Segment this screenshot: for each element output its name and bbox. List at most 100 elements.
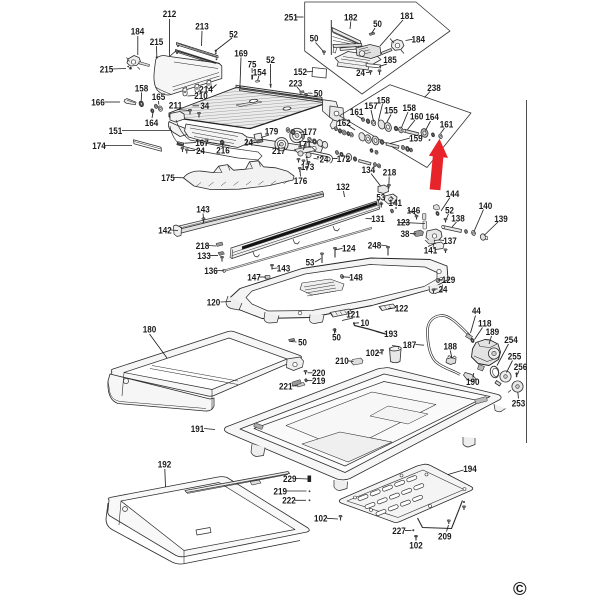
svg-text:209: 209	[438, 531, 452, 541]
svg-text:161: 161	[350, 107, 364, 117]
svg-text:254: 254	[504, 335, 518, 345]
svg-text:132: 132	[336, 182, 350, 192]
svg-text:53: 53	[306, 257, 315, 267]
svg-text:152: 152	[294, 67, 308, 77]
svg-text:217: 217	[272, 146, 286, 156]
svg-text:182: 182	[344, 13, 358, 23]
svg-text:167: 167	[195, 138, 209, 148]
svg-text:155: 155	[384, 106, 398, 116]
svg-text:175: 175	[161, 173, 175, 183]
svg-text:222: 222	[282, 496, 296, 506]
svg-text:177: 177	[303, 127, 317, 137]
svg-text:255: 255	[508, 351, 522, 361]
svg-text:122: 122	[395, 303, 409, 313]
svg-text:164: 164	[425, 112, 439, 122]
svg-text:136: 136	[204, 266, 218, 276]
svg-text:164: 164	[145, 118, 159, 128]
svg-text:171: 171	[298, 139, 312, 149]
svg-text:172: 172	[337, 154, 351, 164]
svg-text:24: 24	[244, 138, 254, 148]
svg-text:211: 211	[169, 101, 183, 111]
svg-text:138: 138	[451, 214, 465, 224]
svg-text:193: 193	[384, 329, 398, 339]
svg-text:181: 181	[400, 11, 414, 21]
svg-text:10: 10	[361, 318, 370, 328]
svg-text:143: 143	[196, 204, 210, 214]
svg-text:223: 223	[289, 78, 303, 88]
svg-text:154: 154	[253, 67, 267, 77]
svg-text:120: 120	[207, 297, 221, 307]
svg-text:162: 162	[337, 118, 351, 128]
svg-text:134: 134	[362, 165, 376, 175]
svg-text:38: 38	[401, 229, 410, 239]
svg-text:137: 137	[443, 236, 457, 246]
svg-text:102: 102	[409, 540, 423, 550]
svg-text:24: 24	[356, 68, 366, 78]
svg-text:165: 165	[152, 92, 166, 102]
svg-text:219: 219	[274, 486, 288, 496]
svg-text:50: 50	[314, 89, 323, 99]
svg-text:139: 139	[494, 214, 508, 224]
svg-text:166: 166	[91, 97, 105, 107]
svg-text:53: 53	[376, 193, 385, 203]
svg-text:50: 50	[310, 34, 319, 44]
svg-text:188: 188	[444, 341, 458, 351]
svg-text:147: 147	[247, 272, 261, 282]
svg-text:169: 169	[234, 48, 248, 58]
svg-text:52: 52	[445, 206, 454, 216]
svg-text:44: 44	[472, 306, 482, 316]
svg-text:176: 176	[294, 176, 308, 186]
svg-text:184: 184	[412, 35, 426, 45]
svg-text:256: 256	[514, 362, 528, 372]
svg-text:24: 24	[196, 146, 206, 156]
svg-text:189: 189	[486, 327, 500, 337]
svg-text:220: 220	[312, 368, 326, 378]
svg-text:157: 157	[364, 101, 378, 111]
svg-text:158: 158	[403, 103, 417, 113]
svg-text:131: 131	[371, 214, 385, 224]
svg-text:187: 187	[403, 340, 417, 350]
svg-text:52: 52	[229, 29, 238, 39]
svg-text:102: 102	[314, 514, 328, 524]
svg-text:141: 141	[424, 245, 438, 255]
svg-text:221: 221	[279, 381, 293, 391]
svg-text:229: 229	[283, 474, 297, 484]
svg-text:158: 158	[135, 83, 149, 93]
svg-text:50: 50	[332, 332, 341, 342]
svg-text:216: 216	[216, 146, 230, 156]
svg-text:248: 248	[368, 240, 382, 250]
svg-text:185: 185	[383, 55, 397, 65]
svg-text:52: 52	[266, 55, 275, 65]
svg-text:227: 227	[392, 526, 406, 536]
svg-text:190: 190	[466, 377, 480, 387]
svg-text:129: 129	[442, 275, 456, 285]
svg-text:218: 218	[196, 241, 210, 251]
svg-text:118: 118	[478, 318, 492, 328]
svg-text:148: 148	[349, 273, 363, 283]
svg-text:253: 253	[512, 398, 526, 408]
svg-text:102: 102	[366, 348, 380, 358]
svg-text:50: 50	[373, 19, 382, 29]
svg-text:50: 50	[298, 337, 307, 347]
svg-text:194: 194	[463, 464, 477, 474]
svg-text:24: 24	[439, 284, 449, 294]
svg-text:159: 159	[409, 133, 423, 143]
svg-text:180: 180	[143, 324, 157, 334]
svg-text:24: 24	[320, 154, 330, 164]
svg-text:210: 210	[335, 356, 349, 366]
svg-text:143: 143	[277, 263, 291, 273]
svg-text:144: 144	[446, 189, 460, 199]
svg-text:210: 210	[194, 91, 208, 101]
svg-text:191: 191	[191, 424, 205, 434]
svg-text:173: 173	[301, 162, 315, 172]
svg-text:238: 238	[427, 83, 441, 93]
svg-text:219: 219	[312, 376, 326, 386]
svg-text:34: 34	[200, 101, 210, 111]
svg-text:184: 184	[131, 26, 145, 36]
svg-text:142: 142	[158, 225, 172, 235]
svg-text:158: 158	[377, 95, 391, 105]
svg-text:192: 192	[158, 459, 172, 469]
svg-text:146: 146	[407, 205, 421, 215]
svg-text:160: 160	[410, 111, 424, 121]
svg-text:133: 133	[197, 251, 211, 261]
